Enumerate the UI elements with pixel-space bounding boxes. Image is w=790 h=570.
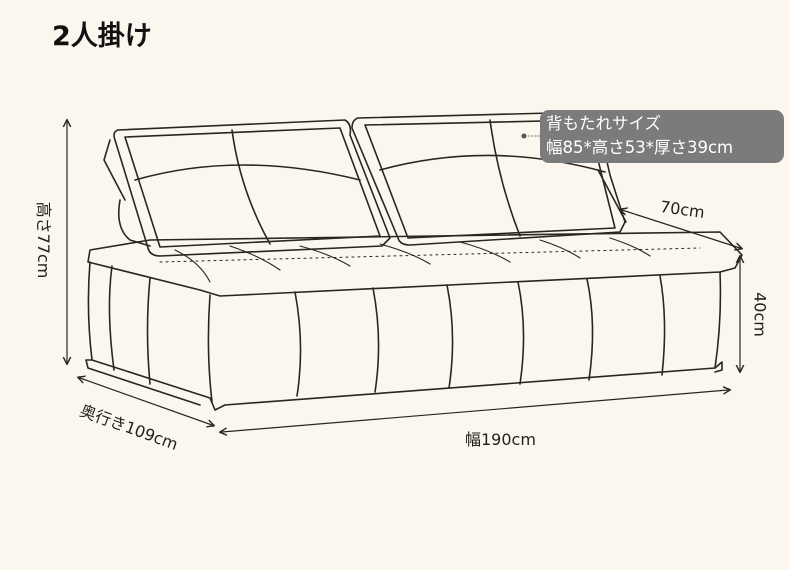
seat-height-label: 40cm [750, 292, 770, 337]
tooltip-dimensions: 幅85*高さ53*厚さ39cm [546, 138, 734, 157]
backrest-size-tooltip: 背もたれサイズ 幅85*高さ53*厚さ39cm [540, 110, 784, 163]
height-label: 高さ77cm [34, 201, 53, 279]
depth-dimension-line [80, 378, 212, 425]
left-backrest [103, 119, 391, 257]
page-title: 2人掛け [52, 21, 152, 52]
seat-depth-dimension-line [622, 210, 740, 248]
tooltip-title: 背もたれサイズ [546, 114, 662, 133]
width-label: 幅190cm [465, 430, 536, 449]
width-dimension-line [222, 390, 728, 432]
seat-base [85, 231, 743, 411]
